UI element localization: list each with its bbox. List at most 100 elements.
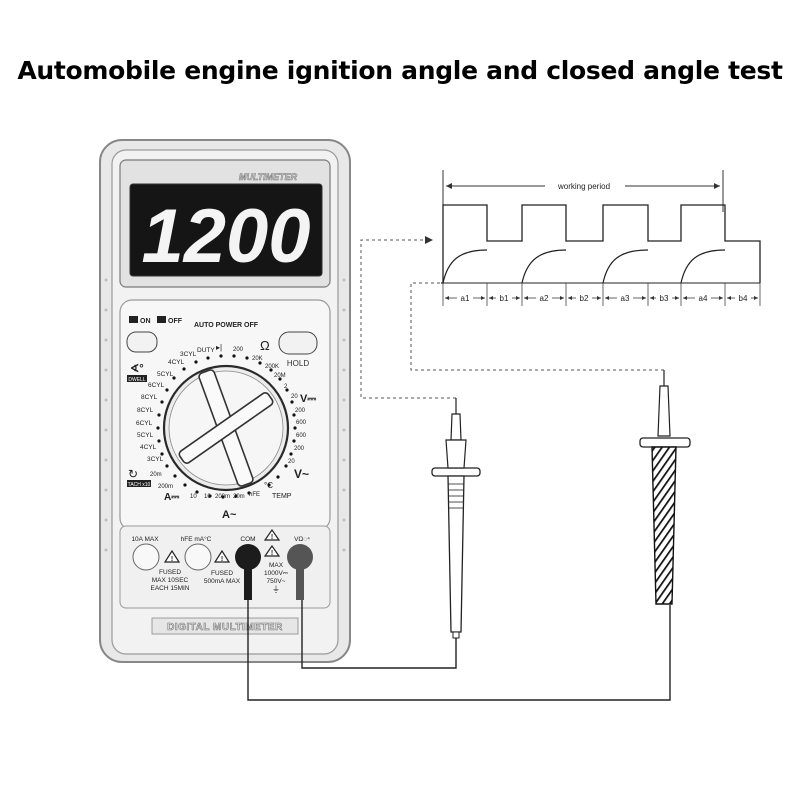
range-6cyl-b: 6CYL [136,420,153,427]
range-bottom-20m-b: 20m [233,494,245,500]
range-vdc-200: 200 [295,408,306,414]
fused1-detail-1: MAX 10SEC [152,577,189,584]
left-button[interactable] [126,331,158,353]
plug-v [287,544,313,600]
svg-text:!: ! [271,534,273,541]
segment-b2: b2 [580,294,589,303]
jack-hfe-label: hFE mA°C [181,535,212,543]
segment-a2: a2 [540,294,549,303]
segment-b1: b1 [500,294,509,303]
warning-icon-2 [213,549,231,563]
warning-icon-3 [263,528,281,541]
aac-symbol: A~ [222,509,237,521]
range-top-200: 200 [233,347,244,353]
jack-ma[interactable] [184,543,212,571]
max-label: MAX [269,562,284,569]
segment-b4: b4 [739,294,748,303]
fused1-detail-2: EACH 15MIN [150,585,189,592]
fused1-label: FUSED [159,569,181,576]
auto-power-off-label: AUTO POWER OFF [194,322,259,329]
ground-icon: ⏚ [272,585,280,594]
range-3cyl-a: 3CYL [180,351,197,358]
adc-symbol: A⎓ [164,492,179,503]
range-bottom-200m-a: 200m [158,484,173,490]
page-title: Automobile engine ignition angle and clo… [17,56,783,85]
range-vac-200: 200 [294,446,305,452]
range-3cyl-b: 3CYL [147,456,164,463]
jack-com-label: COM [240,536,255,543]
segment-a4: a4 [699,294,708,303]
jack-10a[interactable] [132,543,160,571]
range-4cyl-a: 4CYL [168,359,185,366]
max-v2: 750V~ [267,578,286,585]
range-bottom-hfe: hFE [249,492,260,498]
range-vac-600: 600 [296,433,307,439]
probe-black[interactable] [639,370,691,605]
segment-a1: a1 [461,294,470,303]
waveform-diagram: working period a1 b1 [441,170,761,306]
fused2-label: FUSED [211,570,233,577]
multimeter: MULTIMETER 1200 ON OFF AUTO POWER OFF HO… [99,139,351,663]
range-ohm-200k: 200K [265,364,279,370]
plug-com [235,544,261,600]
range-duty: DUTY [197,347,215,354]
grip-dots [104,278,346,552]
svg-text:!: ! [271,550,273,557]
meter-brand-label: MULTIMETER [239,172,298,182]
range-5cyl-b: 5CYL [137,432,154,439]
range-5cyl-a: 5CYL [157,371,174,378]
range-bottom-200m-b: 200m [215,494,230,500]
range-vac-20: 20 [288,459,295,465]
segment-b3: b3 [660,294,669,303]
connector-arrow [425,236,433,244]
cyl-range-labels: DUTY 3CYL 4CYL 5CYL 6CYL 8CYL 8CYL 6CYL … [136,347,215,463]
charging-curves [442,249,726,284]
svg-text:!: ! [171,556,173,563]
jack-10a-label: 10A MAX [131,536,159,543]
rotary-dial[interactable] [156,354,297,499]
svg-text:!: ! [221,556,223,563]
power-switch[interactable]: ON OFF [129,316,183,325]
nameplate [151,617,299,635]
max-v1: 1000V⎓ [264,570,288,577]
fused2-detail: 500mA MAX [204,578,241,585]
range-bottom-10-b: 10 [204,494,211,500]
lcd-screen [129,183,323,277]
nameplate-label: DIGITAL MULTIMETER [167,622,283,633]
ohm-symbol: Ω [260,338,270,353]
range-ohm-20m: 20M [274,373,286,379]
waveform-trace [441,204,761,284]
tach-label: TACH x10 [128,482,151,488]
dwell-icon: ∢° [130,363,144,375]
dashed-connections [360,239,664,399]
range-6cyl-a: 6CYL [148,382,165,389]
dwell-label: DWELL [128,377,145,383]
tach-icon: ↻ [128,467,138,481]
warning-icon-1 [163,549,181,563]
range-ohm-2: 2 [284,384,288,390]
vac-symbol: V~ [294,467,309,481]
vdc-symbol: V⎓ [300,393,316,405]
range-bottom-20m-a: 20m [150,472,162,478]
test-leads-wiring [247,598,671,701]
range-8cyl-a: 8CYL [141,394,158,401]
temp-label: TEMP [272,493,292,500]
probe-red[interactable] [431,398,481,639]
hold-button[interactable] [278,331,318,355]
segment-a3: a3 [621,294,630,303]
range-8cyl-b: 8CYL [137,407,154,414]
off-label: OFF [168,318,183,325]
range-vdc-600: 600 [296,420,307,426]
warning-icon-4 [263,544,281,557]
jack-panel [119,525,331,609]
working-period-label: working period [557,182,610,191]
dial-tick-dots [156,354,297,499]
range-4cyl-b: 4CYL [140,444,157,451]
range-ohm-20k: 20K [252,356,263,362]
jack-v-label: VΩ◌⁴ [294,536,310,543]
lcd-value: 1200 [141,194,310,279]
diode-icon: ▸| [216,343,222,352]
on-label: ON [140,318,151,325]
celsius-symbol: °C [264,481,273,490]
